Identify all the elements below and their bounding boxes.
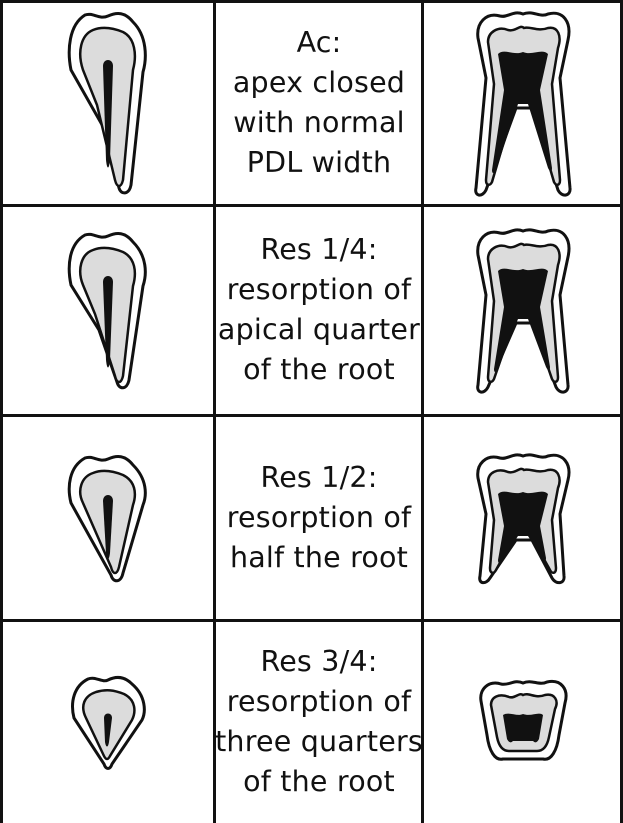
stage-text-line: half the root [230,538,408,578]
stage-text-line: apex closed [233,63,405,103]
stage-text-line: three quarters [215,722,423,762]
stage-row-res-3-4: Res 3/4: resorption of three quarters of… [0,620,623,823]
single-root-tooth-icon [63,10,153,195]
stage-text-line: resorption of [227,498,411,538]
molar-tooth-icon [468,450,578,585]
single-root-tooth-cell [0,205,215,415]
single-root-tooth-cell [0,620,215,823]
row-divider [0,204,623,207]
column-divider [421,0,424,823]
single-root-tooth-cell [0,0,215,205]
multi-root-tooth-cell [423,0,623,205]
stage-text-line: of the root [243,350,395,390]
stage-row-res-1-4: Res 1/4: resorption of apical quarter of… [0,205,623,415]
stage-text-line: PDL width [247,143,391,183]
stage-label: Res 1/4: [260,230,377,270]
stage-text-line: apical quarter [218,310,420,350]
stage-label: Ac: [297,23,342,63]
molar-tooth-icon [468,8,578,198]
multi-root-tooth-cell [423,205,623,415]
column-divider [213,0,216,823]
stage-label: Res 1/2: [260,458,377,498]
stage-text-line: resorption of [227,270,411,310]
row-divider [0,619,623,622]
multi-root-tooth-cell [423,620,623,823]
stage-row-ac: Ac: apex closed with normal PDL width [0,0,623,205]
stage-row-res-1-2: Res 1/2: resorption of half the root [0,415,623,620]
row-divider [0,414,623,417]
single-root-tooth-icon [68,674,148,769]
molar-tooth-icon [473,677,573,767]
stage-description-res-1-2: Res 1/2: resorption of half the root [215,415,423,620]
stage-description-res-1-4: Res 1/4: resorption of apical quarter of… [215,205,423,415]
single-root-tooth-cell [0,415,215,620]
table-border-left [0,0,3,823]
table-border-top [0,0,623,3]
stage-label: Res 3/4: [260,642,377,682]
stage-text-line: resorption of [227,682,411,722]
multi-root-tooth-cell [423,415,623,620]
stage-description-ac: Ac: apex closed with normal PDL width [215,0,423,205]
stage-description-res-3-4: Res 3/4: resorption of three quarters of… [215,620,423,823]
single-root-tooth-icon [63,453,153,583]
molar-tooth-icon [468,225,578,395]
single-root-tooth-icon [63,230,153,390]
stage-text-line: of the root [243,762,395,802]
stage-text-line: with normal [233,103,405,143]
